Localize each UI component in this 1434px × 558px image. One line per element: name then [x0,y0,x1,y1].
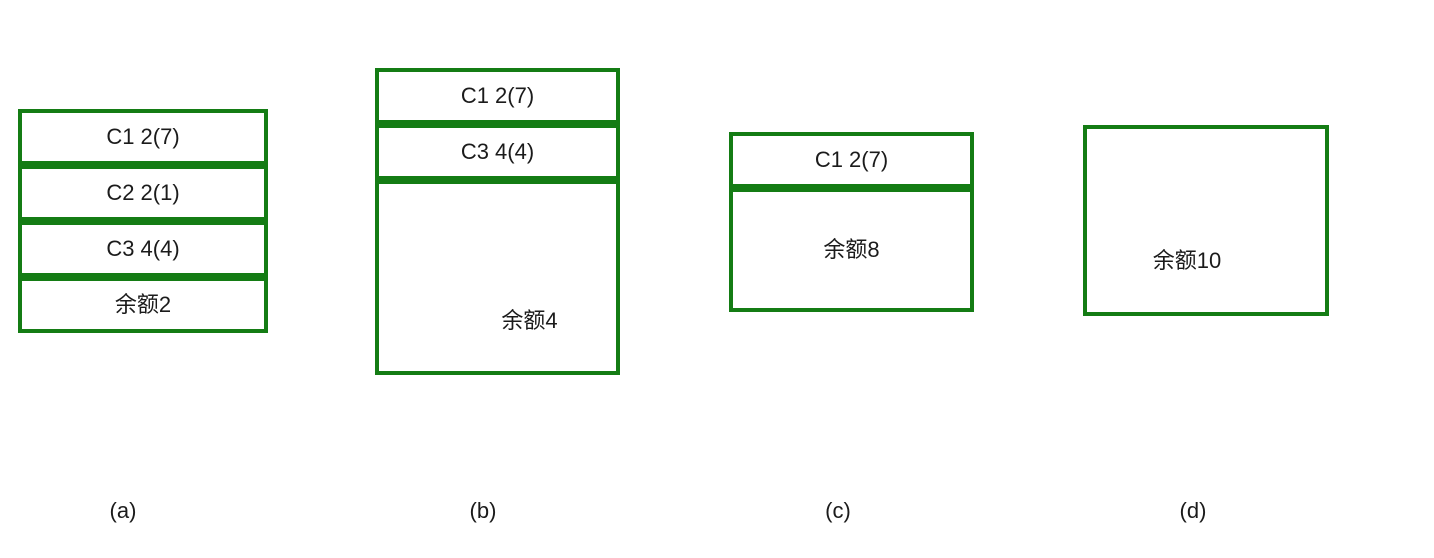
block-d-remainder: 余额10 [1083,125,1329,316]
figure-label-d: (d) [1179,498,1207,523]
figure-label-c: (c) [825,498,851,523]
block-a-remainder: 余额2 [18,277,268,333]
memory-diagram-b: C1 2(7) C3 4(4) 余额4 [375,68,620,375]
block-a-c3: C3 4(4) [18,221,268,277]
block-label: C2 2(1) [106,180,180,205]
block-label: 余额8 [823,237,880,262]
memory-diagram-a: C1 2(7) C2 2(1) C3 4(4) 余额2 [18,109,268,333]
block-label: 余额10 [1152,247,1222,273]
block-label: C1 2(7) [106,124,180,149]
block-c-remainder: 余额8 [729,188,974,312]
block-label: 余额4 [501,307,558,333]
memory-diagram-c: C1 2(7) 余额8 [729,132,974,312]
block-label: C1 2(7) [814,147,889,172]
block-label: C3 4(4) [460,139,535,164]
block-b-c3: C3 4(4) [375,124,620,180]
figure-label-b: (b) [469,498,497,523]
memory-diagram-d: 余额10 [1083,125,1329,316]
block-a-c1: C1 2(7) [18,109,268,165]
block-a-c2: C2 2(1) [18,165,268,221]
block-b-remainder: 余额4 [375,180,620,375]
block-label: C3 4(4) [106,236,180,261]
block-b-c1: C1 2(7) [375,68,620,124]
block-label: C1 2(7) [460,83,535,108]
block-label: 余额2 [114,292,172,317]
block-c-c1: C1 2(7) [729,132,974,188]
figure-label-a: (a) [109,498,137,523]
